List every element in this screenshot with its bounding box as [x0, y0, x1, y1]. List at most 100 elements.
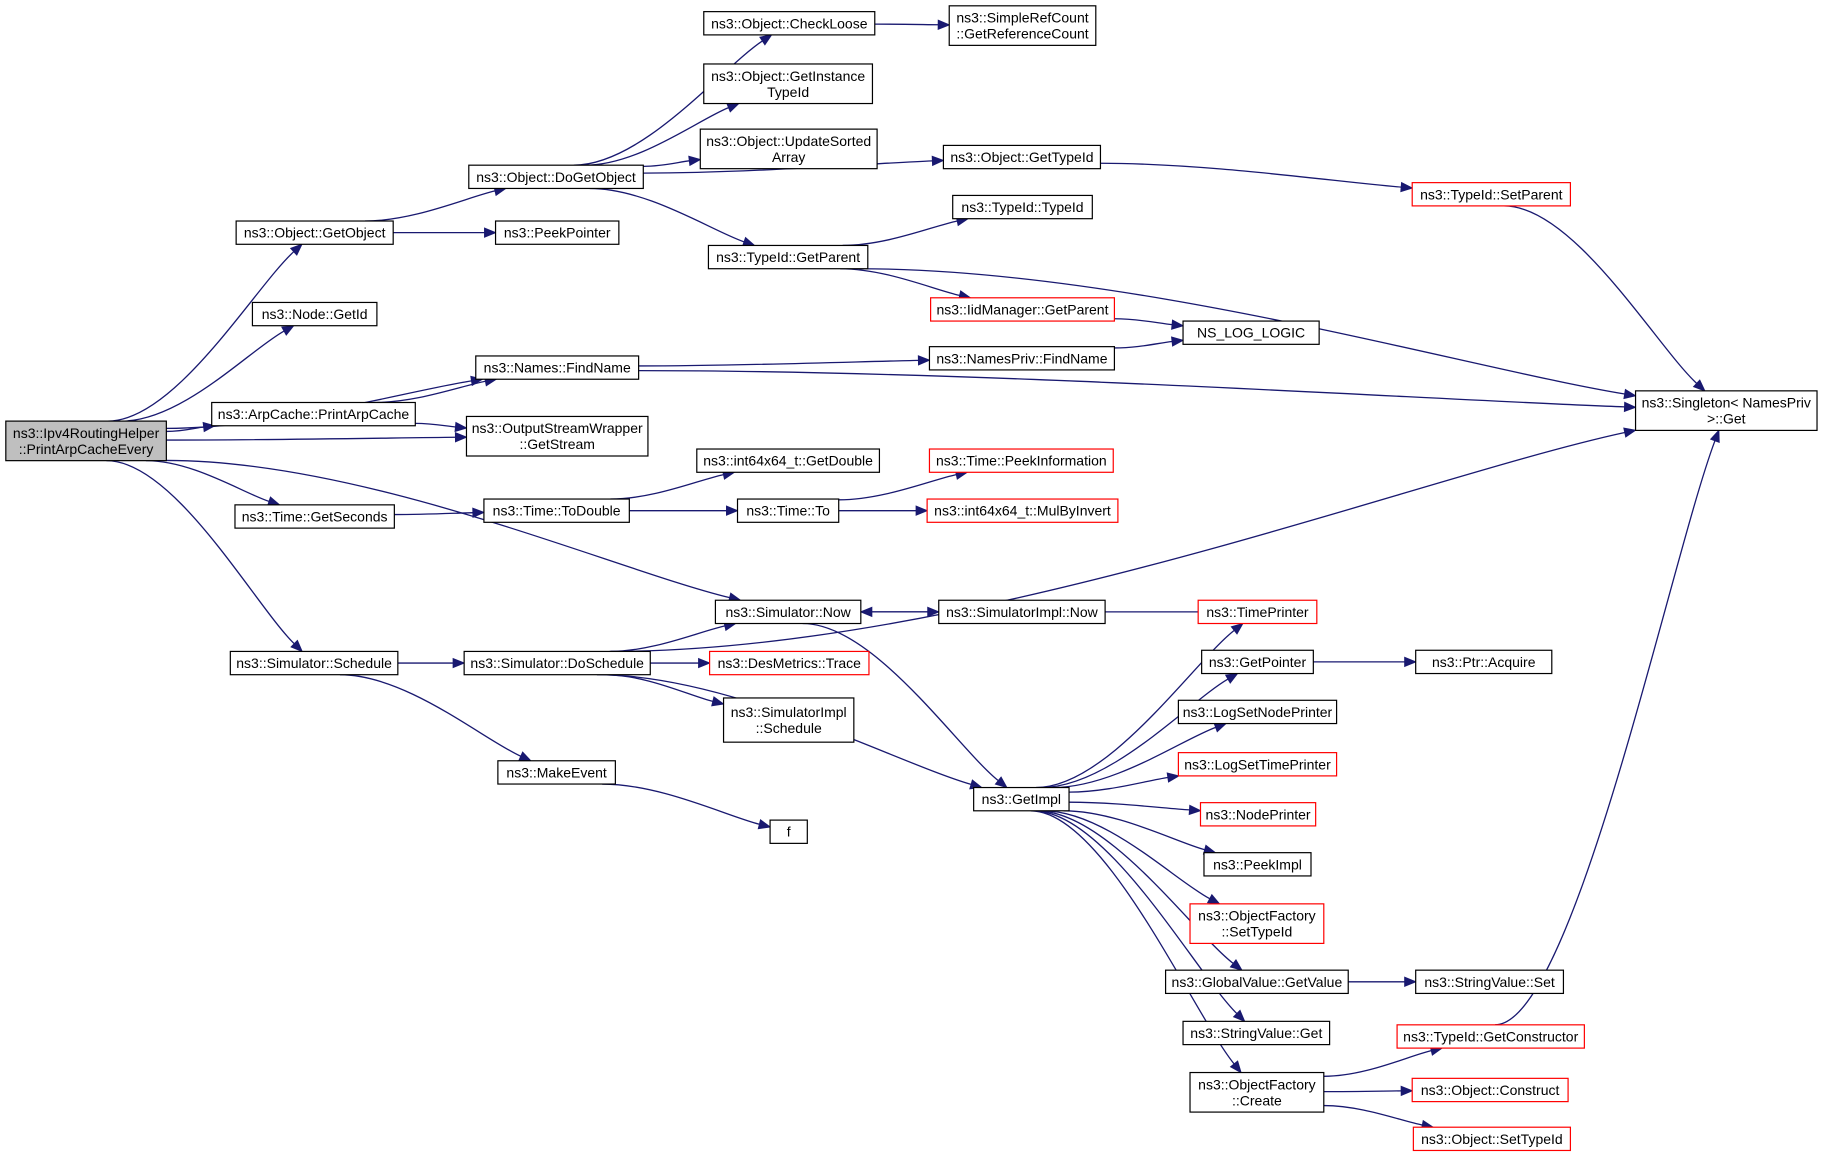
edge-arrowhead: [1623, 388, 1637, 400]
edge-arrowhead: [1692, 379, 1706, 392]
node-do-schedule[interactable]: ns3::Simulator::DoSchedule: [463, 650, 651, 676]
node-check-loose[interactable]: ns3::Object::CheckLoose: [703, 11, 876, 36]
edge-arrowhead: [289, 243, 303, 256]
node-get-impl[interactable]: ns3::GetImpl: [973, 786, 1070, 812]
node-names-find-name[interactable]: ns3::Names::FindName: [475, 355, 640, 380]
node-box: [973, 786, 1070, 812]
node-do-get-object[interactable]: ns3::Object::DoGetObject: [468, 164, 644, 190]
edge-line: [842, 220, 958, 247]
node-peek-pointer[interactable]: ns3::PeekPointer: [494, 220, 620, 245]
node-make-event[interactable]: ns3::MakeEvent: [497, 760, 616, 785]
node-obj-construct[interactable]: ns3::Object::Construct: [1411, 1077, 1569, 1103]
node-get-double[interactable]: ns3::int64x64_t::GetDouble: [696, 448, 881, 473]
node-label: NS_LOG_LOGIC: [1197, 325, 1305, 341]
node-label: ns3::Object::SetTypeId: [1421, 1131, 1563, 1147]
node-label: ns3::LogSetNodePrinter: [1183, 704, 1333, 720]
node-ptr-acquire[interactable]: ns3::Ptr::Acquire: [1415, 649, 1553, 675]
edge-line: [585, 107, 729, 166]
node-mul-by-invert[interactable]: ns3::int64x64_t::MulByInvert: [926, 498, 1119, 523]
node-type-id-type-id[interactable]: ns3::TypeId::TypeId: [952, 194, 1093, 220]
node-iid-get-parent[interactable]: ns3::IidManager::GetParent: [930, 297, 1116, 322]
node-of-set-type-id[interactable]: ns3::ObjectFactory::SetTypeId: [1189, 903, 1325, 945]
node-get-pointer[interactable]: ns3::GetPointer: [1201, 649, 1314, 675]
node-sv-get[interactable]: ns3::StringValue::Get: [1182, 1020, 1331, 1046]
edge-arrowhead: [698, 657, 711, 669]
node-names-priv-find-name[interactable]: ns3::NamesPriv::FindName: [928, 346, 1116, 371]
node-to-double[interactable]: ns3::Time::ToDouble: [483, 498, 630, 523]
node-type-id-get-parent[interactable]: ns3::TypeId::GetParent: [707, 244, 869, 270]
node-box: [1189, 1071, 1325, 1113]
node-get-constructor[interactable]: ns3::TypeId::GetConstructor: [1396, 1024, 1585, 1049]
node-of-create[interactable]: ns3::ObjectFactory::Create: [1189, 1071, 1325, 1113]
node-sim-now[interactable]: ns3::Simulator::Now: [714, 599, 862, 625]
node-root[interactable]: ns3::Ipv4RoutingHelper::PrintArpCacheEve…: [5, 420, 167, 462]
node-label: ns3::ArpCache::PrintArpCache: [218, 406, 410, 422]
edge-root-to-get-object: [107, 243, 303, 422]
node-label: Array: [772, 149, 805, 165]
node-time-printer[interactable]: ns3::TimePrinter: [1197, 599, 1318, 625]
node-peek-impl[interactable]: ns3::PeekImpl: [1203, 852, 1312, 877]
node-sim-schedule[interactable]: ns3::Simulator::Schedule: [229, 650, 399, 676]
node-type-id-set-parent[interactable]: ns3::TypeId::SetParent: [1411, 182, 1572, 207]
node-node-printer[interactable]: ns3::NodePrinter: [1199, 802, 1317, 827]
node-sv-set[interactable]: ns3::StringValue::Set: [1415, 969, 1565, 995]
node-get-seconds[interactable]: ns3::Time::GetSeconds: [234, 504, 395, 529]
node-f[interactable]: f: [769, 819, 808, 844]
edge-arrowhead: [1709, 429, 1720, 444]
node-box: [708, 650, 870, 676]
node-obj-set-type-id[interactable]: ns3::Object::SetTypeId: [1412, 1126, 1572, 1152]
node-box: [948, 5, 1097, 46]
edge-line: [840, 268, 960, 297]
edge-get-impl-to-of-set-type-id: [1043, 810, 1221, 905]
node-box: [235, 220, 394, 245]
edge-sim-schedule-to-make-event: [339, 674, 533, 762]
node-obj-get-type-id[interactable]: ns3::Object::GetTypeId: [942, 144, 1102, 170]
node-time-to[interactable]: ns3::Time::To: [736, 498, 840, 523]
edge-line: [611, 431, 1625, 653]
node-box: [211, 401, 416, 427]
edge-arrowhead: [1229, 958, 1243, 971]
edge-arrowhead: [741, 236, 756, 247]
node-label: ns3::SimulatorImpl: [731, 704, 847, 720]
edge-line: [415, 422, 456, 428]
node-get-object[interactable]: ns3::Object::GetObject: [235, 220, 394, 245]
node-box: [1396, 1024, 1585, 1049]
edge-arrowhead: [726, 505, 739, 516]
node-log-set-time-printer[interactable]: ns3::LogSetTimePrinter: [1177, 752, 1338, 777]
edge-check-loose-to-get-reference-count: [874, 19, 951, 30]
edge-arrowhead: [917, 355, 931, 366]
node-gv-get-value[interactable]: ns3::GlobalValue::GetValue: [1164, 969, 1349, 995]
node-log-set-node-printer[interactable]: ns3::LogSetNodePrinter: [1177, 699, 1338, 725]
node-peek-information[interactable]: ns3::Time::PeekInformation: [928, 448, 1114, 473]
node-des-metrics-trace[interactable]: ns3::DesMetrics::Trace: [708, 650, 870, 676]
edge-line: [1323, 1050, 1432, 1077]
node-label: ns3::Simulator::DoSchedule: [470, 655, 644, 671]
node-box: [251, 301, 378, 327]
edge-make-event-to-f: [602, 783, 772, 830]
node-box: [1199, 802, 1317, 827]
node-print-arp-cache[interactable]: ns3::ArpCache::PrintArpCache: [211, 401, 416, 427]
node-ns-log-logic[interactable]: NS_LOG_LOGIC: [1182, 320, 1320, 345]
node-box: [707, 244, 869, 270]
node-box: [234, 504, 395, 529]
edge-line: [874, 23, 939, 26]
node-sim-impl-schedule[interactable]: ns3::SimulatorImpl::Schedule: [722, 697, 855, 743]
node-sim-impl-now[interactable]: ns3::SimulatorImpl::Now: [938, 599, 1106, 625]
edge-line: [802, 622, 999, 782]
edge-do-schedule-to-des-metrics-trace: [650, 657, 711, 669]
edge-line: [364, 190, 496, 222]
node-get-reference-count[interactable]: ns3::SimpleRefCount::GetReferenceCount: [948, 5, 1097, 46]
node-get-stream[interactable]: ns3::OutputStreamWrapper::GetStream: [465, 415, 649, 457]
edge-arrowhead: [1623, 401, 1637, 413]
node-label: ns3::int64x64_t::GetDouble: [703, 453, 873, 469]
node-singleton-get[interactable]: ns3::Singleton< NamesPriv>::Get: [1634, 390, 1818, 432]
edge-arrowhead: [915, 505, 929, 516]
edge-arrowhead: [726, 102, 741, 113]
edge-gv-get-value-to-sv-set: [1348, 976, 1418, 988]
node-label: ns3::PeekImpl: [1213, 856, 1302, 872]
edge-line: [838, 473, 957, 501]
node-box: [928, 448, 1114, 473]
node-node-get-id[interactable]: ns3::Node::GetId: [251, 301, 378, 327]
